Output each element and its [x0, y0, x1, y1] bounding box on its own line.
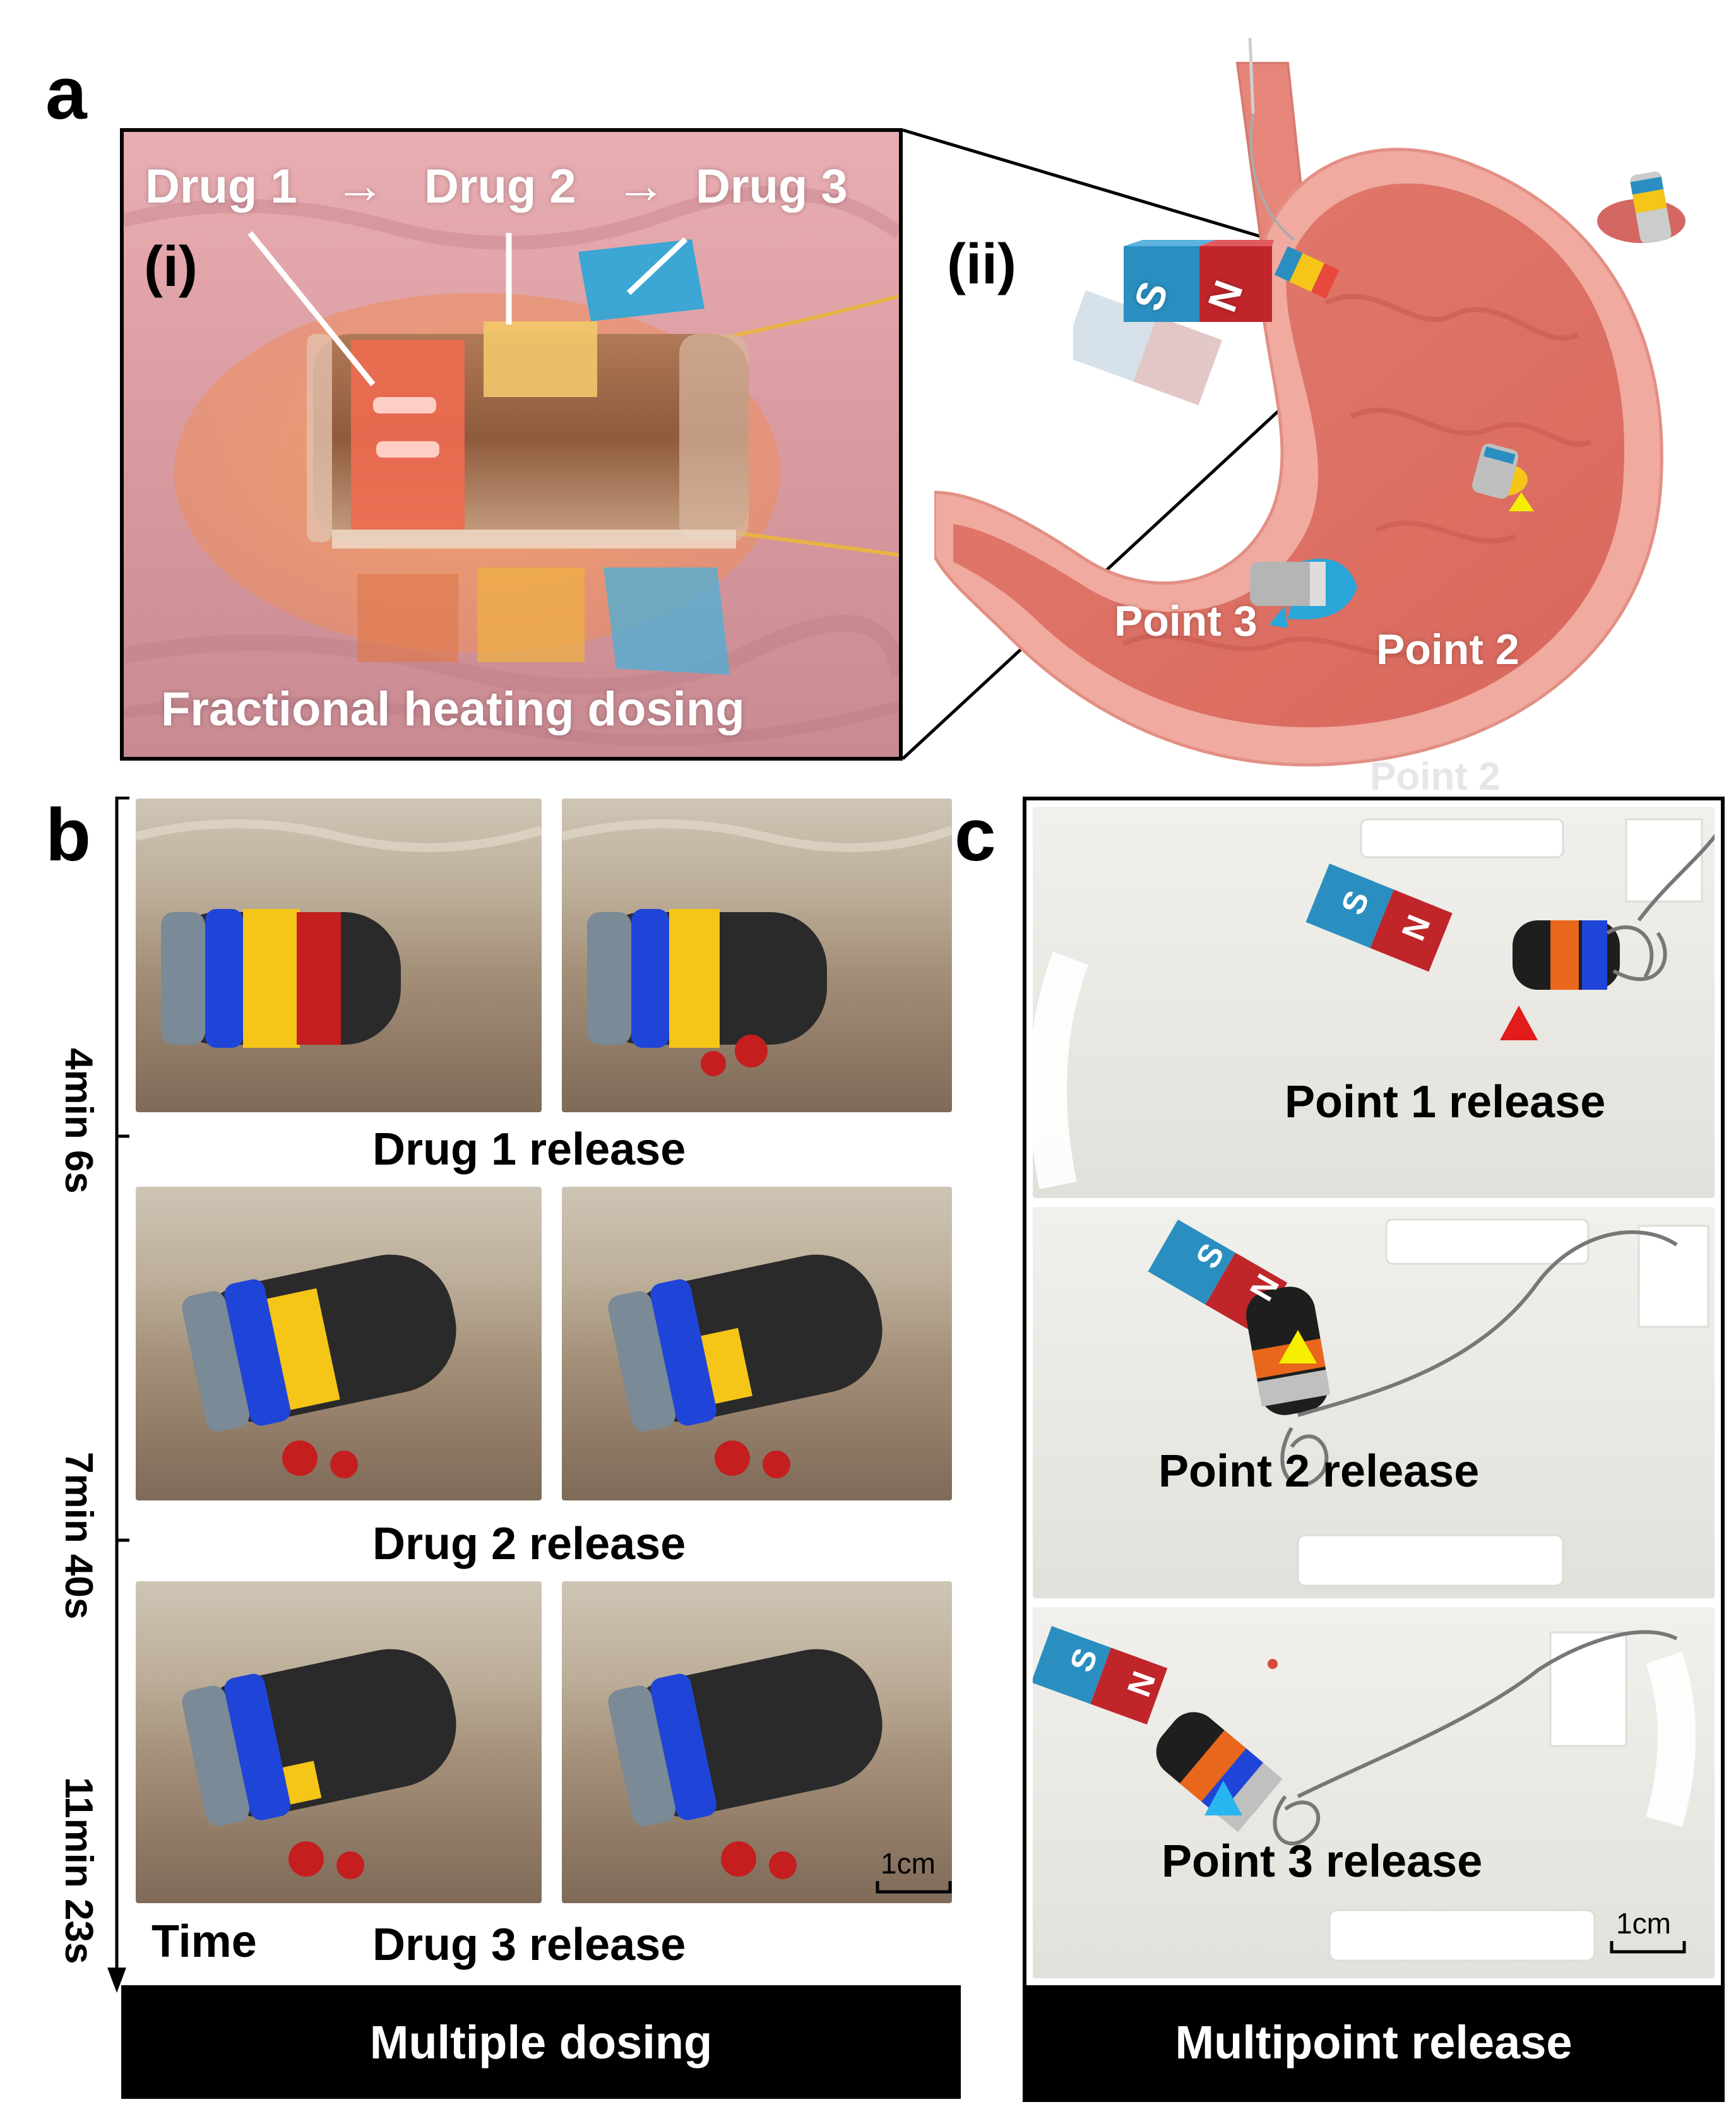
time-axis	[107, 797, 129, 1993]
sub-panel-ii-label: (ii)	[947, 233, 1016, 296]
drug-2-label: Drug 2	[424, 160, 576, 213]
time-mark-3: 11min 23s	[57, 1777, 100, 1964]
scale-bar-b	[876, 1881, 952, 1894]
marker-yellow	[1279, 1330, 1317, 1363]
fractional-heating-caption: Fractional heating dosing	[161, 682, 745, 736]
panel-a-letter: a	[45, 52, 87, 135]
time-axis-label: Time	[152, 1916, 257, 1967]
panel-b-letter: b	[45, 793, 92, 877]
scale-bar-c	[1610, 1941, 1686, 1954]
point-2-label: Point 2	[1376, 626, 1519, 674]
sub-panel-i-label: (i)	[144, 235, 198, 299]
photo-c-2	[1033, 1207, 1715, 1598]
panel-c-letter: c	[954, 793, 996, 877]
arrow-2: →	[615, 157, 666, 213]
photo-b-2-left	[136, 1187, 542, 1500]
capsule-inset	[120, 128, 903, 761]
scale-bar-c-label: 1cm	[1616, 1907, 1671, 1940]
stomach-illustration	[934, 38, 1685, 767]
drug2-patch	[484, 321, 597, 397]
drug-1-release-label: Drug 1 release	[372, 1124, 686, 1175]
point-3-label: Point 3	[1114, 597, 1257, 645]
faint-point-2-label: Point 2	[1370, 755, 1501, 799]
drug-2-release-label: Drug 2 release	[372, 1519, 686, 1569]
marker-blue	[1204, 1781, 1242, 1815]
drug1-patch	[351, 340, 465, 530]
drug-3-release-label: Drug 3 release	[372, 1920, 686, 1970]
point-1-release-label: Point 1 release	[1285, 1077, 1606, 1127]
marker-red	[1500, 1006, 1538, 1040]
arrow-1: →	[335, 157, 385, 213]
drug-1-label: Drug 1	[145, 160, 297, 213]
photo-c-1	[1033, 807, 1715, 1198]
point-2-release-label: Point 2 release	[1158, 1446, 1480, 1497]
drug-3-label: Drug 3	[696, 160, 848, 213]
magnet-icon	[1073, 240, 1274, 406]
scale-bar-b-label: 1cm	[881, 1847, 936, 1880]
photo-b-1-left	[136, 799, 542, 1112]
photo-b-1-right	[562, 799, 952, 1112]
multipoint-release-bar: Multipoint release	[1026, 1985, 1721, 2099]
point-3-release-label: Point 3 release	[1162, 1836, 1483, 1887]
photo-b-2-right	[562, 1187, 952, 1500]
photo-b-3-right	[562, 1581, 952, 1903]
capsule-illustration	[124, 132, 899, 757]
time-mark-2: 7min 40s	[57, 1452, 100, 1620]
photo-b-3-left	[136, 1581, 542, 1903]
photo-c-3	[1033, 1607, 1715, 1978]
multiple-dosing-bar: Multiple dosing	[121, 1985, 961, 2099]
time-mark-1: 4min 6s	[57, 1048, 100, 1194]
